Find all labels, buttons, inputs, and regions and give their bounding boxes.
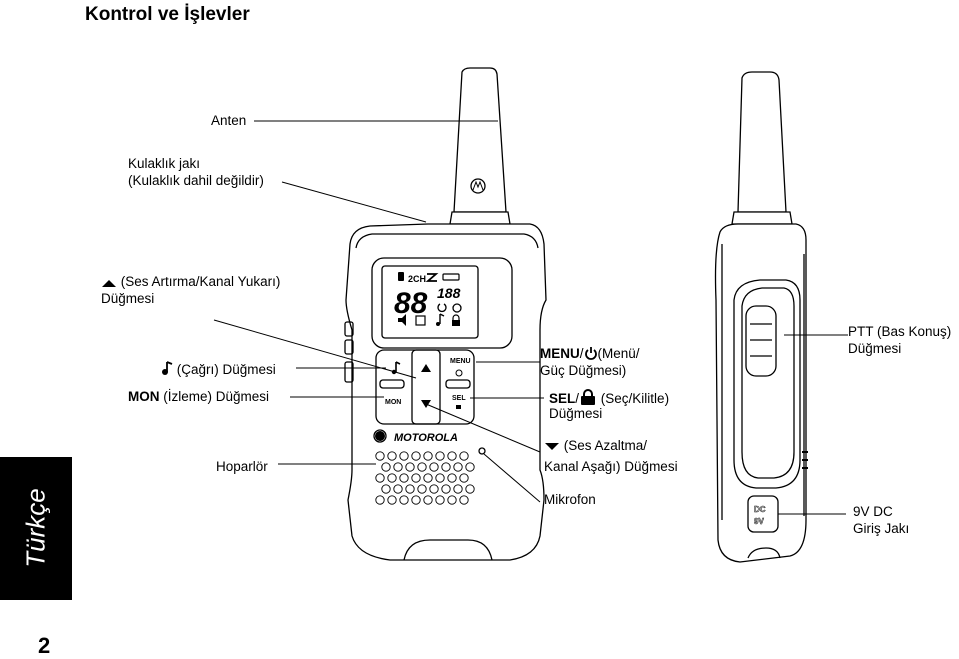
microphone-hole xyxy=(478,447,486,455)
label-headset-jack-1: Kulaklık jakı xyxy=(128,156,201,171)
label-vol-down-1: (Ses Azaltma/ xyxy=(544,438,647,454)
label-sel-bold: SEL xyxy=(549,391,576,406)
label-vol-down-2: Kanal Aşağı) Düğmesi xyxy=(544,459,678,474)
antenna-logo xyxy=(470,178,486,194)
label-speaker: Hoparlör xyxy=(216,459,268,474)
label-menu-2: Güç Düğmesi) xyxy=(540,363,627,378)
brand-logo: MOTOROLA xyxy=(394,432,458,444)
label-mon-rest: (İzleme) Düğmesi xyxy=(159,389,270,404)
keypad-markings: MENU SEL MON MOTOROLA DC 9V xyxy=(375,358,766,526)
language-tab: Türkçe xyxy=(0,457,72,600)
label-menu-bold: MENU xyxy=(540,346,580,361)
page-number: 2 xyxy=(38,633,51,658)
speaker-grille xyxy=(375,451,475,505)
down-arrow-icon xyxy=(545,443,559,450)
label-sel: SEL/ (Seç/Kilitle) xyxy=(549,389,669,407)
label-menu-rest: (Menü/ xyxy=(597,346,640,361)
label-vol-down-text: (Ses Azaltma/ xyxy=(563,438,648,453)
side-radio xyxy=(714,71,808,563)
up-arrow-icon xyxy=(102,280,116,287)
dc-label-2: 9V xyxy=(754,517,764,526)
power-icon xyxy=(584,347,597,360)
display-screen xyxy=(381,265,479,339)
keypad-menu-label: MENU xyxy=(450,358,471,365)
page-title: Kontrol ve İşlevler xyxy=(85,4,250,25)
display-small-digits: 188 xyxy=(437,285,461,301)
label-ptt-1: PTT (Bas Konuş) xyxy=(848,324,952,339)
label-sel-rest: (Seç/Kilitle) xyxy=(600,391,670,406)
label-mic: Mikrofon xyxy=(544,492,596,507)
label-call-text: (Çağrı) Düğmesi xyxy=(176,362,276,377)
display-digits: 88 xyxy=(394,287,428,320)
display-channel: 2CH xyxy=(408,274,426,284)
lock-icon xyxy=(581,389,596,405)
label-sel-2: Düğmesi xyxy=(549,406,603,421)
label-call: (Çağrı) Düğmesi xyxy=(161,360,276,378)
label-vol-up-2: Düğmesi xyxy=(101,291,155,306)
label-dc-2: Giriş Jakı xyxy=(853,521,910,536)
dc-label-1: DC xyxy=(754,505,766,514)
label-vol-up-text: (Ses Artırma/Kanal Yukarı) xyxy=(120,274,281,289)
display-bezel xyxy=(371,257,513,349)
front-antenna xyxy=(453,67,507,213)
label-mon-bold: MON xyxy=(128,389,160,404)
label-sel-sep: / xyxy=(575,391,580,406)
label-mon: MON (İzleme) Düğmesi xyxy=(128,389,269,405)
label-antenna: Anten xyxy=(211,113,247,128)
label-menu-sep: / xyxy=(579,346,584,361)
leader-lines xyxy=(213,120,848,515)
keypad-sel-label: SEL xyxy=(452,395,466,402)
display-icons: 2CH 88 188 xyxy=(394,272,462,326)
label-ptt-2: Düğmesi xyxy=(848,341,902,356)
label-dc-1: 9V DC xyxy=(853,504,893,519)
ptt-button xyxy=(745,305,777,377)
front-radio xyxy=(344,67,547,561)
keypad-mon-label: MON xyxy=(385,399,401,406)
label-headset-jack-2: (Kulaklık dahil değildir) xyxy=(128,173,264,188)
belt-clip xyxy=(733,279,801,489)
music-note-icon xyxy=(162,361,173,375)
label-menu: MENU/ (Menü/ xyxy=(540,346,640,362)
label-vol-up-1: (Ses Artırma/Kanal Yukarı) xyxy=(101,274,280,290)
side-antenna xyxy=(737,71,787,213)
